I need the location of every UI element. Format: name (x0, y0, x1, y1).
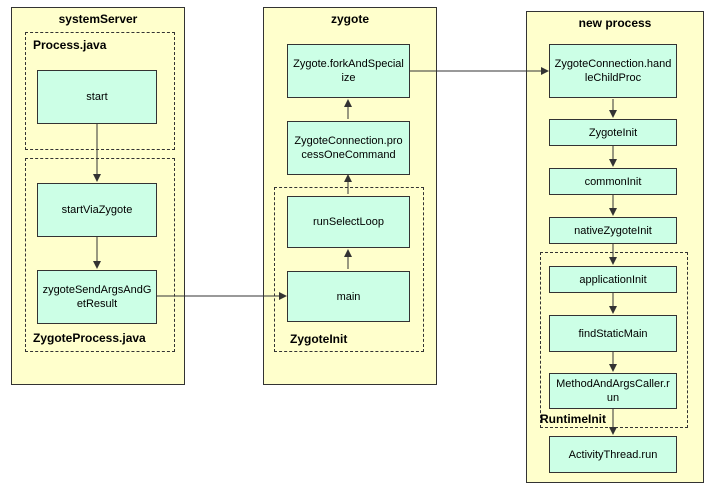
node-fork-and-specialize[interactable]: Zygote.forkAndSpecialize (287, 44, 410, 98)
node-common-init[interactable]: commonInit (549, 168, 677, 195)
node-zygote-init-call[interactable]: ZygoteInit (549, 119, 677, 146)
group-zygote-process-java (25, 158, 175, 352)
node-native-zygote-init[interactable]: nativeZygoteInit (549, 217, 677, 244)
node-handle-child-proc[interactable]: ZygoteConnection.handleChildProc (549, 44, 677, 98)
group-zygote-init (274, 187, 424, 352)
node-activity-thread-run[interactable]: ActivityThread.run (549, 436, 677, 473)
node-zygote-send-args-and-get-result[interactable]: zygoteSendArgsAndGetResult (37, 270, 157, 324)
group-label-process-java: Process.java (33, 38, 107, 52)
lane-title-zygote: zygote (330, 12, 369, 26)
node-find-static-main[interactable]: findStaticMain (549, 315, 677, 352)
node-run-select-loop[interactable]: runSelectLoop (287, 196, 410, 248)
lane-title-system-server: systemServer (58, 12, 138, 26)
group-label-zygote-init: ZygoteInit (290, 332, 348, 346)
lane-title-new-process: new process (578, 16, 652, 30)
node-application-init[interactable]: applicationInit (549, 266, 677, 293)
group-label-runtime-init: RuntimeInit (540, 412, 606, 426)
node-main[interactable]: main (287, 271, 410, 322)
node-start[interactable]: start (37, 70, 157, 124)
group-label-zygote-process-java: ZygoteProcess.java (33, 331, 146, 345)
node-process-one-command[interactable]: ZygoteConnection.processOneCommand (287, 121, 410, 175)
node-method-and-args-caller-run[interactable]: MethodAndArgsCaller.run (549, 373, 677, 409)
node-start-via-zygote[interactable]: startViaZygote (37, 183, 157, 237)
group-process-java (25, 32, 175, 150)
